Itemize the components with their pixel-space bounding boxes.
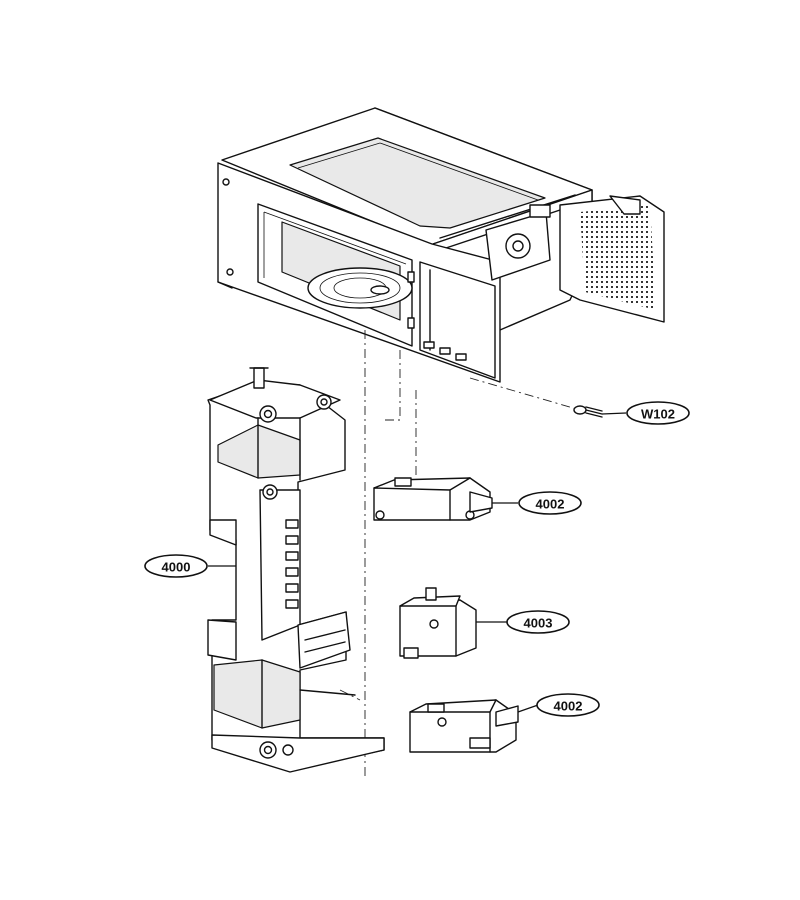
callout-label: 4002 [536, 497, 565, 512]
callout-w102: W102 [626, 401, 690, 425]
micro-switch-upper [373, 477, 493, 521]
callout-label: 4003 [524, 616, 553, 631]
callout-4003: 4003 [506, 610, 570, 634]
callout-label: 4002 [554, 699, 583, 714]
callout-4000: 4000 [144, 554, 208, 578]
leader-lines [208, 412, 627, 713]
callout-label: W102 [641, 407, 675, 422]
micro-switch-lower [409, 699, 519, 753]
door-latch-frame [207, 367, 385, 773]
callout-label: 4000 [162, 560, 191, 575]
assembly-guide-lines [339, 330, 581, 780]
callout-4002-lower: 4002 [536, 693, 600, 717]
oven-cavity-assembly [217, 107, 665, 383]
micro-switch-middle [399, 587, 477, 659]
ratchet-teeth [285, 519, 299, 609]
screw-w102 [573, 405, 603, 418]
callout-4002-upper: 4002 [518, 491, 582, 515]
